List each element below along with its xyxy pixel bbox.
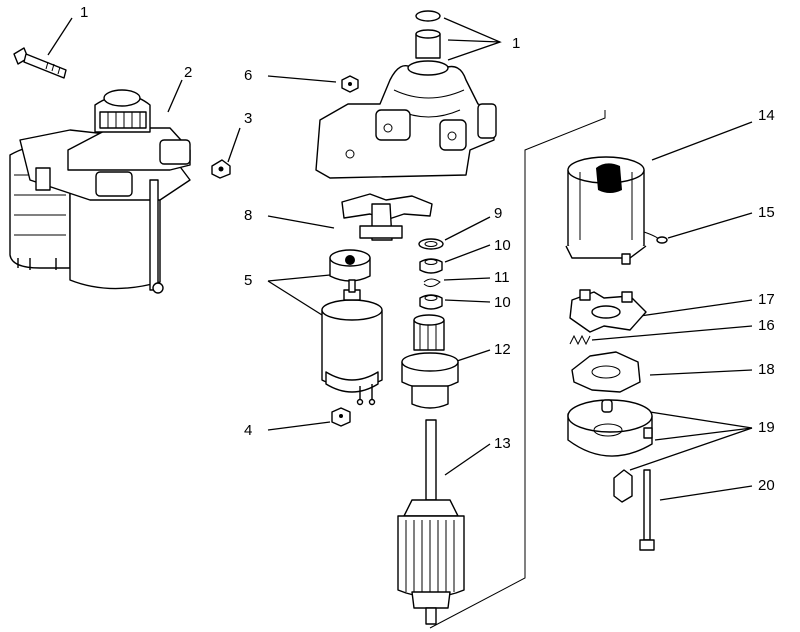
callout-label: 19 xyxy=(758,419,775,436)
assembly-axis xyxy=(429,110,606,629)
drive-housing-part xyxy=(315,10,497,179)
callout-label: 12 xyxy=(494,341,511,358)
callout-label: 2 xyxy=(184,64,193,81)
callout-label: 1 xyxy=(512,35,521,52)
callout-label: 9 xyxy=(494,205,503,222)
grommet-part xyxy=(613,469,633,503)
callout-label: 18 xyxy=(758,361,775,378)
callout-label: 14 xyxy=(758,107,775,124)
callout-label: 10 xyxy=(494,237,511,254)
callout-label: 1 xyxy=(80,4,89,21)
callout-label: 16 xyxy=(758,317,775,334)
small-nut-part xyxy=(211,159,231,179)
armature-part xyxy=(397,419,465,625)
callout-label: 10 xyxy=(494,294,511,311)
solenoid-part xyxy=(321,279,383,406)
callout-label: 5 xyxy=(244,272,253,289)
snap-ring-part xyxy=(423,278,441,288)
bolt-part xyxy=(13,47,67,79)
end-cap-part xyxy=(567,399,653,457)
callout-label: 6 xyxy=(244,67,253,84)
pinion-clutch-part xyxy=(401,314,459,409)
starter-motor-assembly xyxy=(9,89,191,294)
brush-plate-part xyxy=(571,351,641,393)
solenoid-cap-part xyxy=(329,249,371,282)
solenoid-nut-part xyxy=(331,407,351,427)
callout-label: 11 xyxy=(494,269,510,286)
field-frame-part xyxy=(565,156,647,265)
shift-lever-part xyxy=(341,193,433,241)
brush-holder-part xyxy=(569,289,647,333)
collar-part xyxy=(419,258,443,274)
leader-lines xyxy=(47,17,753,501)
callout-label: 8 xyxy=(244,207,253,224)
callout-label: 3 xyxy=(244,110,253,127)
callout-label: 20 xyxy=(758,477,775,494)
washer-part xyxy=(418,238,444,250)
collar-lower-part xyxy=(419,294,443,310)
callout-label: 15 xyxy=(758,204,775,221)
through-bolt-part xyxy=(639,469,655,551)
housing-nut-part xyxy=(341,75,359,93)
callout-label: 13 xyxy=(494,435,511,452)
callout-label: 4 xyxy=(244,422,253,439)
lead-terminal-part xyxy=(643,231,668,244)
brush-spring-part xyxy=(569,334,591,346)
callout-label: 17 xyxy=(758,291,775,308)
